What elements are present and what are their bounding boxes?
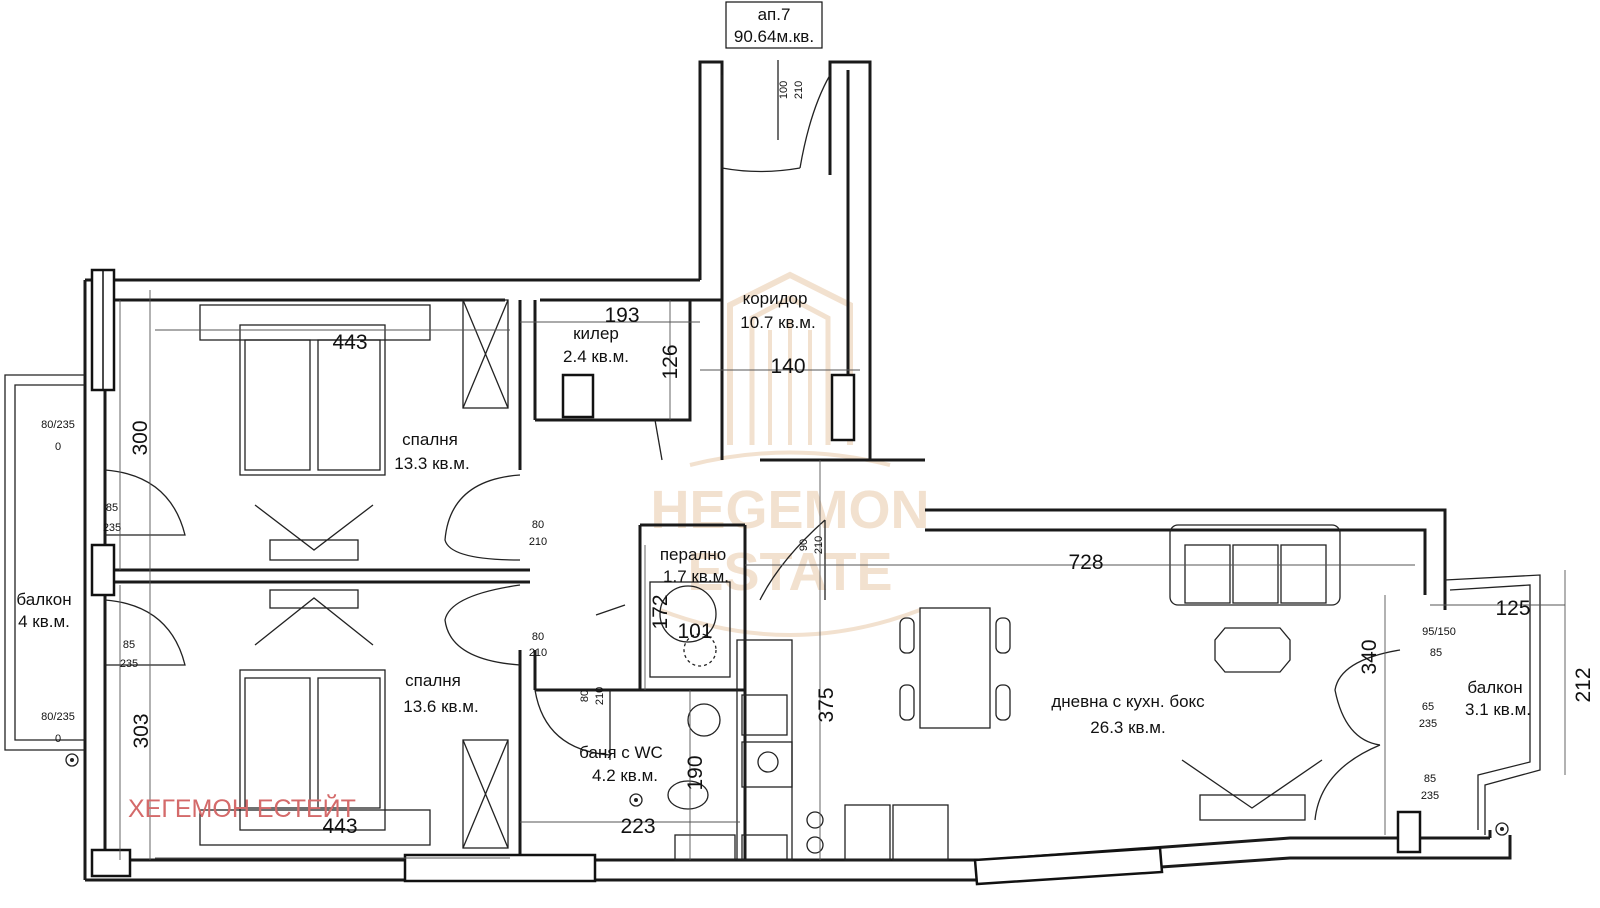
entrance-door-h: 210 (793, 81, 805, 99)
balc-right-door-bottom-h: 235 (1421, 790, 1439, 802)
balcony-left-name: балкон (16, 590, 71, 609)
dimension-lines (119, 290, 1566, 860)
dim-bed-top-depth: 300 (129, 420, 152, 455)
bed-bottom-door-w: 80 (532, 631, 544, 643)
storage-name: килер (573, 324, 619, 343)
dim-corridor-width: 140 (770, 355, 805, 378)
bath-door-w: 80 (579, 690, 591, 702)
drain-icons (65, 753, 1509, 836)
dimension-labels: 443 443 193 126 140 300 303 728 375 172 … (129, 304, 1595, 838)
storage-area: 2.4 кв.м. (563, 347, 629, 366)
dim-storage-width: 193 (604, 304, 639, 327)
dim-bed-bottom-depth: 303 (130, 713, 153, 748)
entrance-door-w: 100 (778, 81, 790, 99)
balc-left-door-top-h: 235 (103, 522, 121, 534)
cyrillic-watermark: ХЕГЕМОН ЕСТЕЙТ (128, 793, 356, 823)
logo-watermark: HEGEMON ESTATE (650, 271, 930, 637)
dim-bath-width: 223 (620, 815, 655, 838)
bathroom-area: 4.2 кв.м. (592, 766, 658, 785)
apartment-area: 90.64м.кв. (734, 27, 814, 46)
balc-left-window-top-w: 80/235 (41, 419, 75, 431)
balcony-right-area: 3.1 кв.м. (1465, 700, 1531, 719)
corridor-name: коридор (743, 289, 808, 308)
balcony-right-outline (1444, 574, 1541, 835)
balc-right-door-bottom-w: 85 (1424, 773, 1436, 785)
bed-top-door-w: 80 (532, 519, 544, 531)
balcony-right-name: балкон (1467, 678, 1522, 697)
dim-living-width: 728 (1068, 551, 1103, 574)
bed-bottom-door-h: 210 (529, 647, 547, 659)
balc-right-window-h: 85 (1430, 647, 1442, 659)
dim-balcony-right-depth: 212 (1572, 667, 1595, 702)
dim-living-depth: 375 (815, 687, 838, 722)
bedroom-bottom-name: спалня (405, 671, 461, 690)
balc-left-window-top-h: 0 (55, 441, 61, 453)
balc-left-window-bottom-h: 0 (55, 733, 61, 745)
balc-left-door-bottom-h: 235 (120, 658, 138, 670)
balc-right-door-top-h: 235 (1419, 718, 1437, 730)
laundry-area: 1.7 кв.м. (663, 567, 729, 586)
bathroom-name: баня с WC (579, 743, 663, 762)
apartment-number: ап.7 (758, 5, 791, 24)
bath-door-h: 210 (594, 687, 606, 705)
living-area: 26.3 кв.м. (1090, 718, 1165, 737)
living-name: дневна с кухн. бокс (1051, 692, 1205, 711)
opening-labels: 100 210 90 210 80 210 80 210 80 210 80/2… (41, 81, 1456, 802)
balc-left-door-bottom-w: 85 (123, 639, 135, 651)
logo-text-1: HEGEMON (650, 480, 929, 540)
dim-storage-depth: 126 (659, 344, 682, 379)
logo-text-2: ESTATE (687, 542, 892, 602)
windows (90, 268, 1422, 886)
bedroom-bottom-area: 13.6 кв.м. (403, 697, 478, 716)
walls (83, 60, 1512, 882)
bedroom-top-name: спалня (402, 430, 458, 449)
dim-balcony-right-width: 125 (1495, 597, 1530, 620)
dim-bed-top-width: 443 (332, 331, 367, 354)
dim-laundry-width: 101 (677, 620, 712, 643)
corridor-door-h: 210 (813, 536, 825, 554)
balc-right-door-top-w: 65 (1422, 701, 1434, 713)
dim-laundry-depth: 172 (649, 594, 672, 629)
room-labels: коридор 10.7 кв.м. килер 2.4 кв.м. спалн… (16, 289, 1531, 785)
corridor-door-w: 90 (798, 539, 810, 551)
balcony-left-area: 4 кв.м. (18, 612, 70, 631)
furniture (199, 299, 1341, 861)
dim-living-right-depth: 340 (1358, 639, 1381, 674)
balc-left-door-top-w: 85 (106, 502, 118, 514)
dim-bath-depth: 190 (684, 755, 707, 790)
corridor-area: 10.7 кв.м. (740, 313, 815, 332)
bedroom-top-area: 13.3 кв.м. (394, 454, 469, 473)
dim-bed-bottom-width: 443 (322, 815, 357, 838)
balcony-left-outline (4, 374, 85, 751)
apartment-label: ап.7 90.64м.кв. (725, 1, 823, 49)
balc-right-window-w: 95/150 (1422, 626, 1456, 638)
balc-left-window-bottom-w: 80/235 (41, 711, 75, 723)
bed-top-door-h: 210 (529, 536, 547, 548)
laundry-name: перално (660, 545, 726, 564)
